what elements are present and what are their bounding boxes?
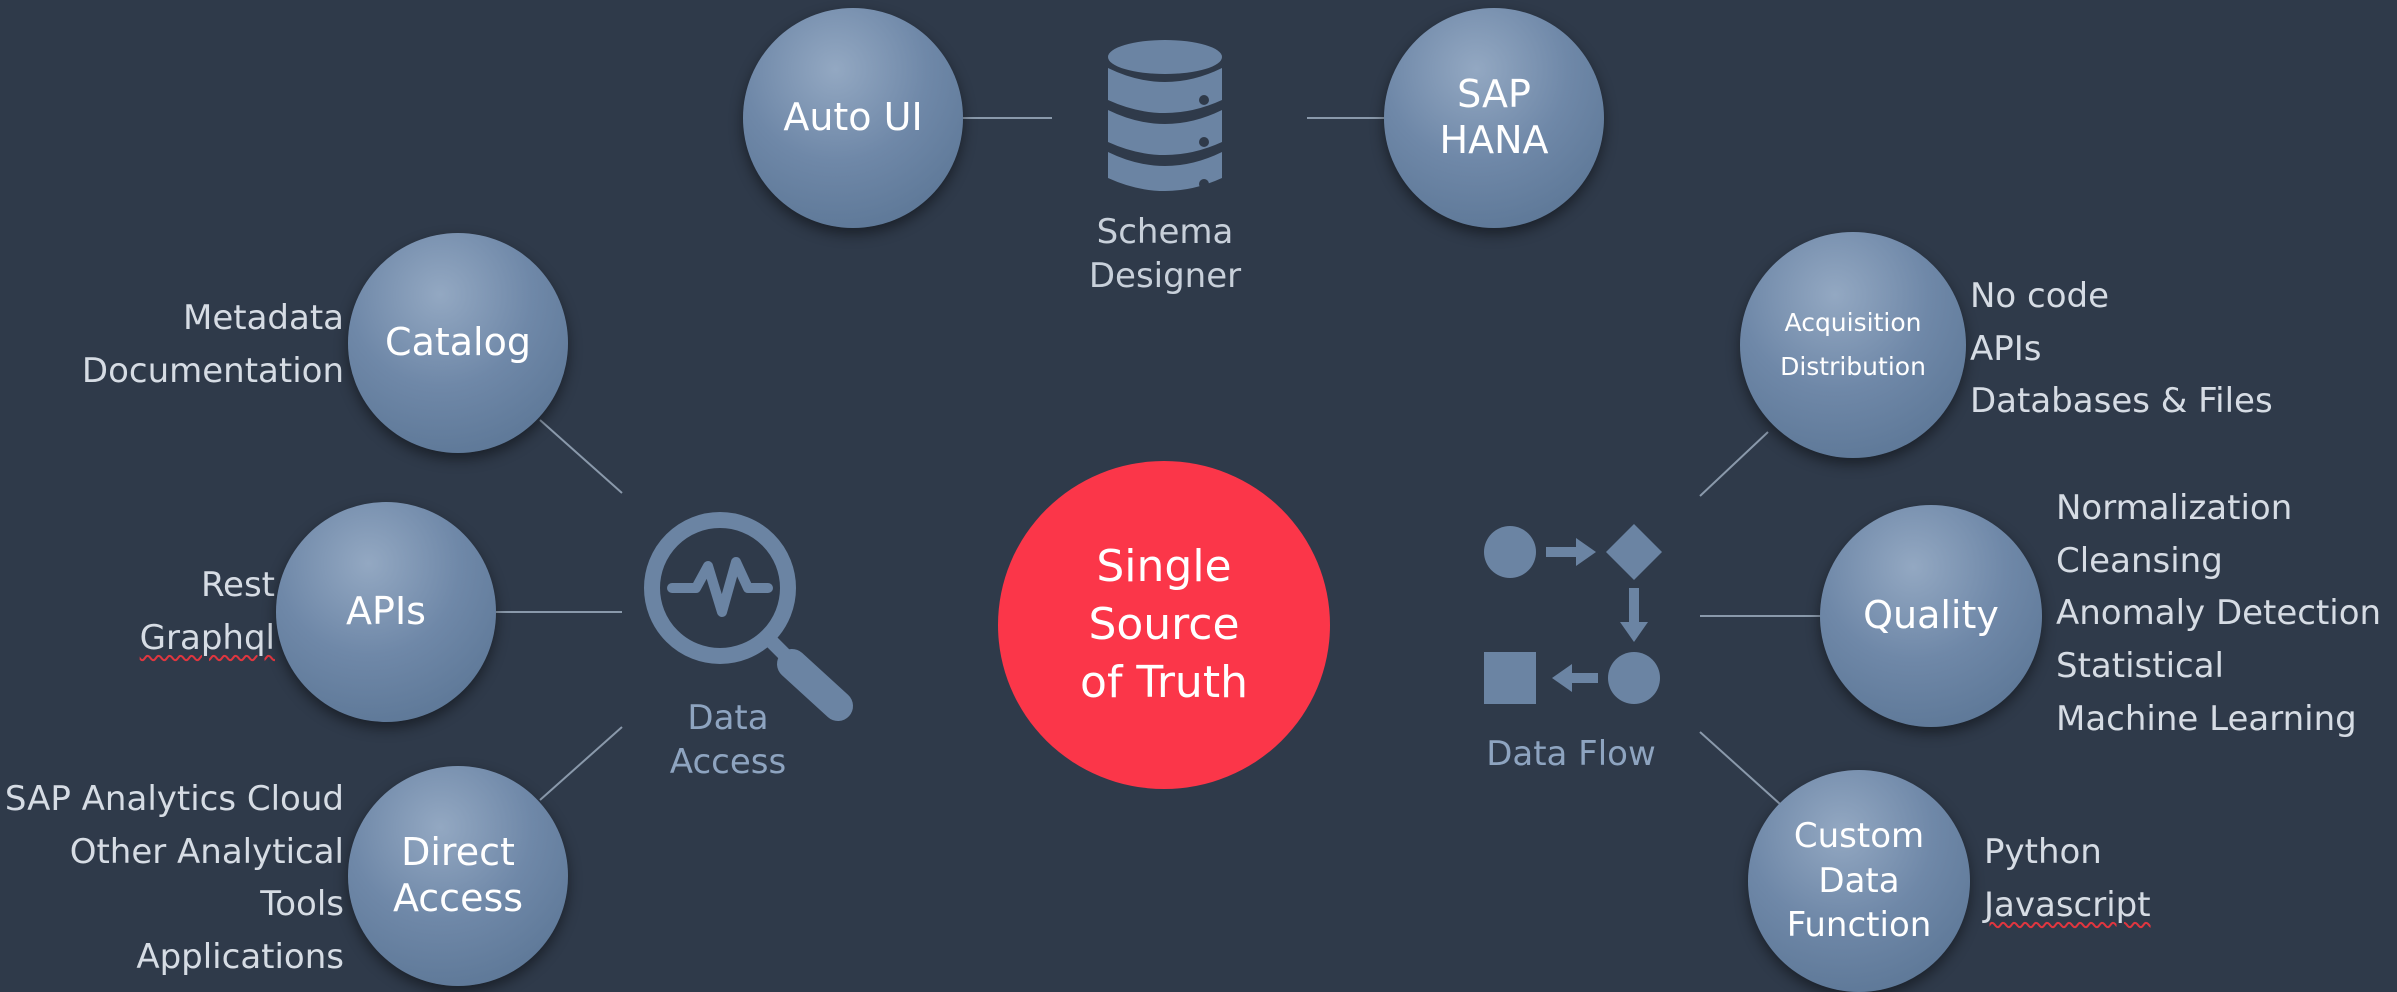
catalog-node: Catalog [348,233,568,453]
quality-node: Quality [1820,505,2042,727]
data-flow-icon [1484,524,1662,704]
data-flow-label: Data Flow [1486,734,1656,774]
connector-direct-access [539,726,623,801]
magnifier-pulse-icon [644,512,853,721]
connector-custom-flow [1699,731,1781,805]
connector-catalog-access [539,419,623,494]
direct-access-items: SAP Analytics Cloud Other Analytical Too… [4,779,344,978]
custom-data-function-node: Custom Data Function [1748,770,1970,992]
schema-designer-label: Schema Designer [1088,212,1242,297]
auto-ui-node: Auto UI [743,8,963,228]
data-access-label: Data Access [669,698,787,783]
database-icon [1108,40,1222,191]
catalog-items: Metadata Documentation [81,298,344,391]
direct-access-node: Direct Access [348,766,568,986]
acquisition-distribution-node: Acquisition Distribution [1740,232,1966,458]
quality-items: Normalization Cleansing Anomaly Detectio… [2056,488,2382,739]
apis-items: Rest Graphql [139,565,275,658]
apis-node: APIs [276,502,496,722]
single-source-of-truth: Single Source of Truth [998,461,1330,789]
custom-function-items: Python Javascript [1984,832,2151,925]
auto-ui-label: Auto UI [783,95,923,140]
sap-hana-node: SAP HANA [1384,8,1604,228]
acquisition-items: No code APIs Databases & Files [1970,276,2273,422]
connector-acquisition-flow [1699,431,1769,497]
